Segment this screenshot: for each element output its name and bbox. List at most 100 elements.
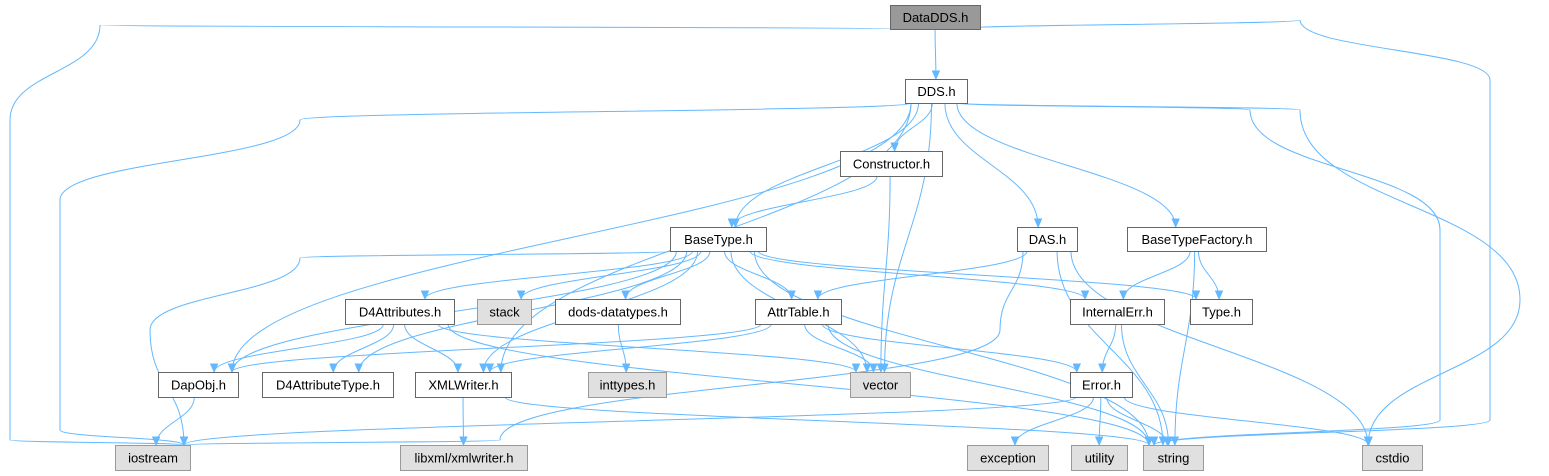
- edge-internalerr-to-error: [1102, 323, 1117, 372]
- edge-error-to-string: [1106, 396, 1167, 445]
- node-dds[interactable]: DDS.h: [905, 79, 968, 104]
- node-d4attributetype[interactable]: D4AttributeType.h: [262, 372, 394, 398]
- edge-constructor-to-basetype: [732, 175, 878, 227]
- node-box: [1127, 227, 1267, 252]
- node-label: BaseTypeFactory.h: [1141, 232, 1252, 247]
- node-label: DapObj.h: [171, 378, 226, 393]
- node-label: string: [1158, 451, 1190, 466]
- node-stack: stack: [477, 299, 532, 325]
- edge-d4attributes-to-xmlwriter: [404, 323, 458, 372]
- edge-das-to-iostream: [184, 250, 1024, 445]
- edge-basetype-to-d4attributes: [425, 250, 694, 299]
- node-datadds: DataDDS.h: [890, 5, 981, 30]
- node-label: DAS.h: [1029, 232, 1067, 247]
- edge-basetypefactory-to-type: [1197, 250, 1219, 299]
- node-internalerr[interactable]: InternalErr.h: [1070, 299, 1165, 325]
- node-box: [588, 372, 667, 398]
- node-label: XMLWriter.h: [428, 378, 498, 393]
- node-box: [345, 299, 455, 325]
- node-label: libxml/xmlwriter.h: [415, 451, 514, 466]
- node-box: [477, 299, 532, 325]
- edge-dds-to-das: [944, 102, 1038, 227]
- node-box: [1071, 445, 1128, 471]
- node-label: BaseType.h: [684, 232, 753, 247]
- edge-basetype-to-dods-datatypes: [626, 250, 711, 299]
- edge-dds-to-basetype: [735, 102, 920, 227]
- edge-attrtable-to-error: [821, 323, 1077, 372]
- edge-error-to-utility: [1099, 396, 1101, 445]
- node-box: [1070, 372, 1133, 398]
- edge-layer: [9, 19, 1521, 445]
- edge-basetype-to-attrtable: [723, 250, 791, 299]
- edge-dods-datatypes-to-inttypes: [617, 323, 626, 372]
- edge-dds-to-cstdio: [960, 102, 1521, 445]
- node-label: cstdio: [1376, 451, 1410, 466]
- edge-basetypefactory-to-internalerr: [1123, 250, 1191, 299]
- node-label: Error.h: [1082, 378, 1121, 393]
- node-label: stack: [489, 305, 520, 320]
- node-label: DDS.h: [917, 84, 955, 99]
- node-basetypefactory[interactable]: BaseTypeFactory.h: [1127, 227, 1267, 252]
- node-type[interactable]: Type.h: [1190, 299, 1253, 325]
- node-label: InternalErr.h: [1082, 305, 1153, 320]
- node-box: [158, 372, 239, 398]
- edge-basetype-to-type: [757, 250, 1196, 299]
- edge-error-to-cstdio: [1123, 396, 1368, 445]
- node-d4attributes[interactable]: D4Attributes.h: [345, 299, 455, 325]
- node-iostream: iostream: [115, 445, 191, 471]
- node-box: [755, 299, 842, 325]
- edge-dds-to-vector: [884, 102, 933, 372]
- node-attrtable[interactable]: AttrTable.h: [755, 299, 842, 325]
- node-label: exception: [980, 451, 1036, 466]
- node-xmlwriter[interactable]: XMLWriter.h: [415, 372, 512, 398]
- node-box: [400, 445, 528, 471]
- edge-das-to-cstdio: [1070, 250, 1368, 445]
- edge-datadds-to-dds: [935, 28, 936, 79]
- node-vector: vector: [850, 372, 911, 398]
- node-label: iostream: [128, 451, 178, 466]
- edge-error-to-iostream: [184, 396, 1077, 445]
- node-label: Constructor.h: [853, 157, 930, 172]
- node-dods-datatypes[interactable]: dods-datatypes.h: [555, 299, 681, 325]
- node-label: dods-datatypes.h: [568, 305, 668, 320]
- node-constructor[interactable]: Constructor.h: [840, 151, 943, 177]
- edge-attrtable-to-dapobj: [232, 323, 762, 372]
- edge-datadds-to-iostream: [9, 24, 897, 445]
- node-error[interactable]: Error.h: [1070, 372, 1133, 398]
- node-box: [890, 5, 981, 30]
- node-label: AttrTable.h: [767, 305, 829, 320]
- node-box: [262, 372, 394, 398]
- node-dapobj[interactable]: DapObj.h: [158, 372, 239, 398]
- node-box: [1017, 227, 1078, 252]
- node-box: [905, 79, 968, 104]
- node-box: [1190, 299, 1253, 325]
- node-basetype[interactable]: BaseType.h: [670, 227, 767, 252]
- edge-constructor-to-vector: [881, 175, 891, 372]
- edge-dapobj-to-iostream: [156, 396, 195, 445]
- node-das[interactable]: DAS.h: [1017, 227, 1078, 252]
- node-label: vector: [863, 378, 899, 393]
- node-box: [555, 299, 681, 325]
- edge-attrtable-to-xmlwriter: [490, 323, 772, 372]
- edge-attrtable-to-vector: [804, 323, 874, 372]
- node-label: inttypes.h: [600, 378, 656, 393]
- node-box: [840, 151, 943, 177]
- edge-dds-to-dapobj: [232, 102, 912, 372]
- node-box: [1362, 445, 1423, 471]
- edge-d4attributes-to-string: [447, 323, 1149, 445]
- node-exception: exception: [967, 445, 1049, 471]
- node-box: [1143, 445, 1204, 471]
- edge-dds-to-constructor: [895, 102, 933, 151]
- edge-attrtable-to-string: [827, 323, 1149, 445]
- edge-d4attributes-to-vector: [437, 323, 856, 372]
- node-label: utility: [1085, 451, 1115, 466]
- edge-datadds-to-string: [953, 19, 1491, 445]
- edge-d4attributes-to-d4attributetype: [333, 323, 395, 372]
- edge-basetypefactory-to-string: [1175, 250, 1196, 445]
- edge-das-to-string: [1056, 250, 1163, 445]
- node-string: string: [1143, 445, 1204, 471]
- node-libxml: libxml/xmlwriter.h: [400, 445, 528, 471]
- node-label: DataDDS.h: [903, 10, 969, 25]
- edge-das-to-attrtable: [818, 250, 1028, 299]
